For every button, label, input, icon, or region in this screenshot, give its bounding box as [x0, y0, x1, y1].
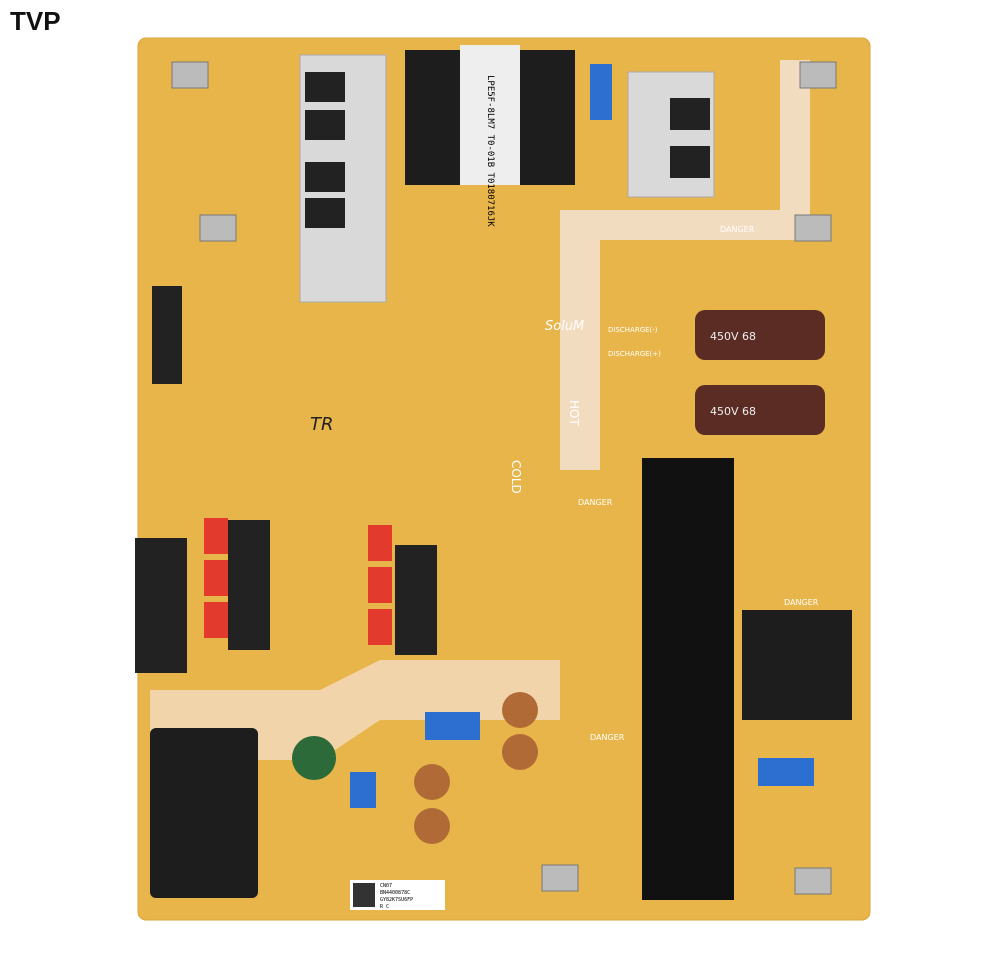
svg-text:DANGER: DANGER [590, 733, 625, 742]
svg-text:HOT: HOT [567, 400, 581, 426]
svg-text:DISCHARGE(-): DISCHARGE(-) [608, 326, 658, 334]
svg-text:DISCHARGE(+): DISCHARGE(+) [608, 350, 661, 358]
svg-text:TR: TR [310, 414, 334, 435]
svg-text:BN4400878C: BN4400878C [380, 890, 410, 896]
svg-text:450V 68: 450V 68 [710, 405, 756, 418]
ac-inlet [150, 728, 258, 898]
svg-text:COLD: COLD [509, 460, 523, 494]
svg-text:DANGER: DANGER [784, 598, 819, 607]
standby-transformer [742, 610, 852, 720]
film-capacitors [204, 518, 392, 645]
svg-text:GY82K7SU6FP: GY82K7SU6FP [380, 897, 413, 903]
svg-text:DANGER: DANGER [720, 225, 755, 234]
led-transformer-1 [228, 520, 270, 650]
svg-text:DANGER: DANGER [578, 498, 613, 507]
heatsink-main [642, 458, 734, 900]
varistor [292, 736, 336, 780]
common-mode-chokes [414, 692, 538, 844]
svg-text:450V 68: 450V 68 [710, 330, 756, 343]
watermark-logo: TVP [10, 6, 61, 36]
isolation-gap [560, 60, 810, 470]
svg-text:CN07: CN07 [380, 883, 392, 889]
bulk-capacitors: 450V 68 450V 68 [695, 310, 825, 435]
connector-cn [152, 286, 182, 384]
svg-text:SoluM: SoluM [545, 319, 584, 334]
transformer-label: LPE5F-8LM7 T0-01B T0180716JK [485, 75, 495, 227]
svg-text:R C: R C [380, 904, 389, 910]
mosfets [305, 72, 710, 228]
led-transformer-2 [395, 545, 437, 655]
heatsink-right [627, 71, 715, 198]
connector-led [135, 538, 187, 673]
x-capacitors [350, 64, 814, 808]
mounting-clips [171, 61, 837, 895]
